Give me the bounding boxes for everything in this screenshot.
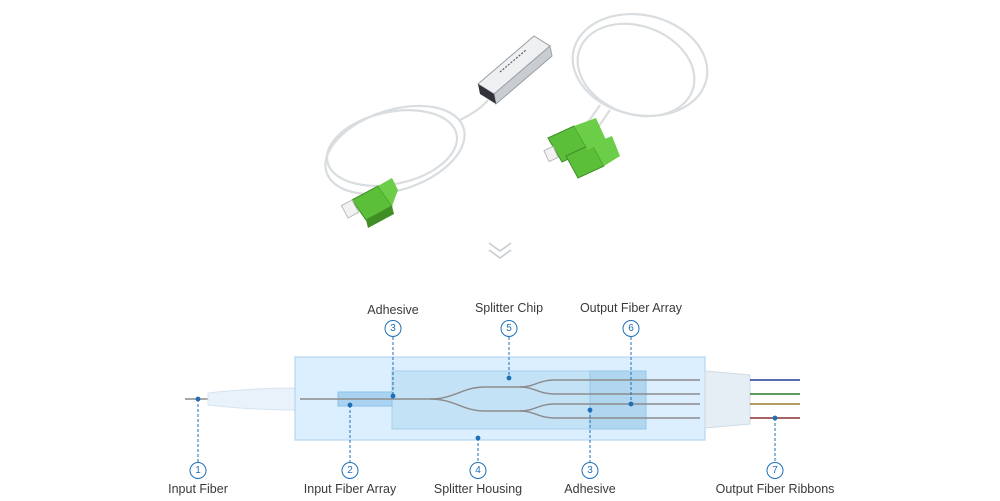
label-output-fiber-array: Output Fiber Array	[579, 301, 683, 315]
label-adhesive-bottom: Adhesive	[564, 482, 616, 496]
number-input-fiber-array: 2	[341, 462, 359, 479]
output-fiber-coil	[571, 12, 709, 139]
splitter-steel-tube	[477, 35, 553, 105]
number-output-fiber-ribbons: 7	[766, 462, 784, 479]
leader-dots	[195, 375, 778, 441]
label-splitter-housing: Splitter Housing	[433, 482, 523, 496]
label-adhesive-top: Adhesive	[367, 303, 419, 317]
label-input-fiber: Input Fiber	[168, 482, 228, 496]
label-output-fiber-ribbons: Output Fiber Ribbons	[715, 482, 835, 496]
waveguide-paths	[429, 379, 700, 419]
label-input-fiber-array: Input Fiber Array	[303, 482, 397, 496]
number-splitter-chip: 5	[500, 320, 518, 337]
number-output-fiber-array: 6	[622, 320, 640, 337]
double-chevron-down-icon	[488, 242, 512, 259]
number-splitter-housing: 4	[469, 462, 487, 479]
number-input-fiber: 1	[189, 462, 207, 479]
ribbon-boot	[704, 370, 751, 429]
output-fiber-ribbons-lines	[750, 379, 800, 419]
input-sc-connector	[340, 178, 398, 228]
input-fiber-boot	[207, 387, 301, 411]
label-splitter-chip: Splitter Chip	[474, 301, 544, 315]
number-adhesive-top: 3	[384, 320, 402, 337]
output-sc-connectors	[543, 118, 620, 179]
leader-lines	[197, 337, 776, 462]
number-adhesive-bottom: 3	[581, 462, 599, 479]
